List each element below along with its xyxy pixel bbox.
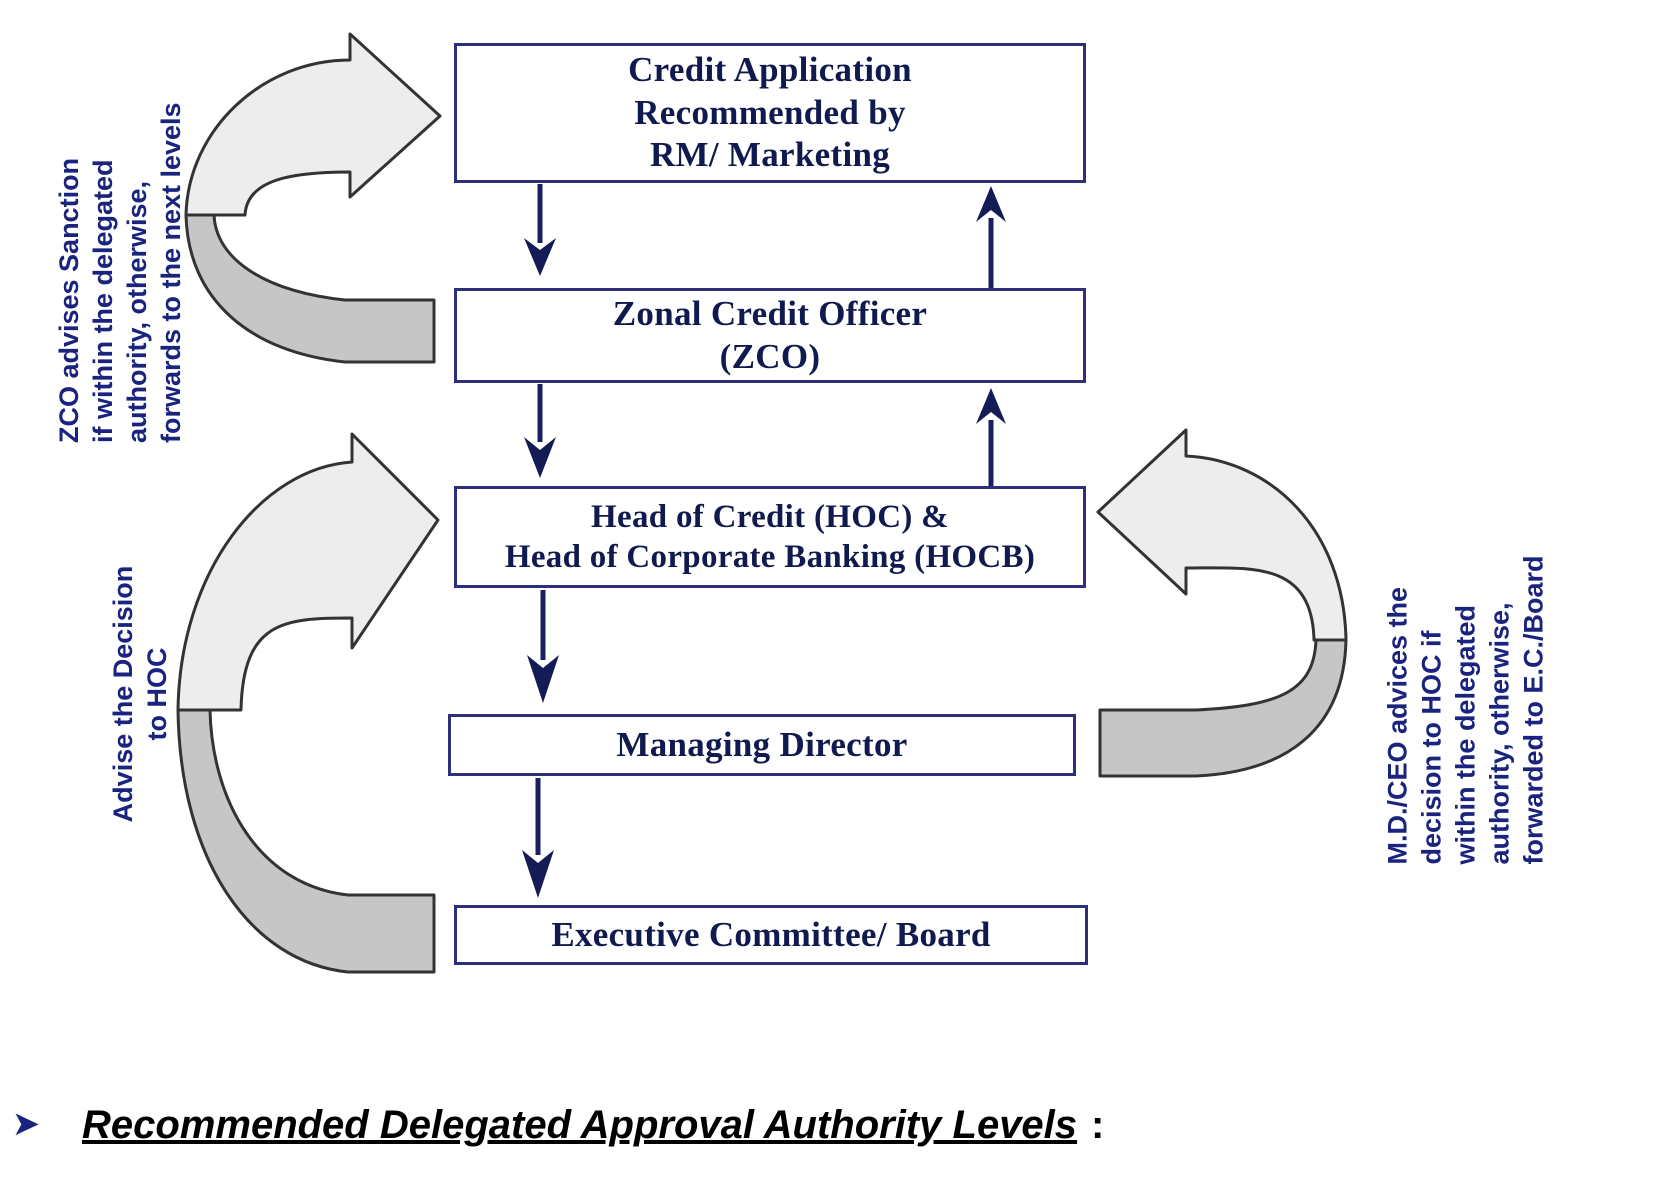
flow-connector-md-to-ec (522, 778, 554, 898)
box-line-1: Credit Application (628, 49, 912, 89)
flow-connector-hoc-to-md (527, 590, 559, 703)
bottom-caption-title: Recommended Delegated Approval Authority… (82, 1102, 1078, 1147)
box-line-3: RM/ Marketing (649, 135, 891, 175)
flow-connector-zco-to-hoc (524, 384, 556, 478)
process-box-zonal-credit-officer[interactable]: Zonal Credit Officer (ZCO) (454, 288, 1086, 383)
caption-zco-advises-sanction: ZCO advises Sanction if within the deleg… (53, 102, 187, 444)
caption-md-ceo-advices: M.D./CEO advices the decision to HOC if … (1382, 555, 1549, 865)
curved-arrow-bottom-left-icon (176, 432, 440, 974)
right-arrow-bullet-icon: ➤ (11, 1106, 41, 1143)
box-line-1: Head of Credit (HOC) & (591, 498, 949, 535)
process-box-head-of-credit[interactable]: Head of Credit (HOC) & Head of Corporate… (454, 486, 1086, 588)
caption-advise-decision-to-hoc: Advise the Decision to HOC (107, 565, 172, 823)
flow-connector-hoc-up-to-zco (976, 388, 1006, 486)
bottom-caption: ➤ Recommended Delegated Approval Authori… (0, 1090, 1677, 1160)
box-line-1: Executive Committee/ Board (551, 914, 991, 954)
flow-connector-zco-up-to-credit-app (976, 186, 1006, 288)
flow-connector-credit-app-to-zco (524, 184, 556, 276)
process-box-credit-application[interactable]: Credit Application Recommended by RM/ Ma… (454, 43, 1086, 183)
curved-arrow-right-icon (1096, 428, 1348, 778)
bottom-caption-colon: : (1091, 1102, 1105, 1147)
box-line-2: (ZCO) (719, 336, 821, 376)
box-line-1: Zonal Credit Officer (612, 293, 928, 333)
process-box-managing-director[interactable]: Managing Director (448, 714, 1076, 776)
box-line-1: Managing Director (616, 724, 908, 764)
curved-arrow-top-left-icon (184, 32, 442, 364)
box-line-2: Head of Corporate Banking (HOCB) (504, 539, 1036, 575)
box-line-2: Recommended by (634, 92, 906, 132)
process-box-executive-committee[interactable]: Executive Committee/ Board (454, 905, 1088, 965)
